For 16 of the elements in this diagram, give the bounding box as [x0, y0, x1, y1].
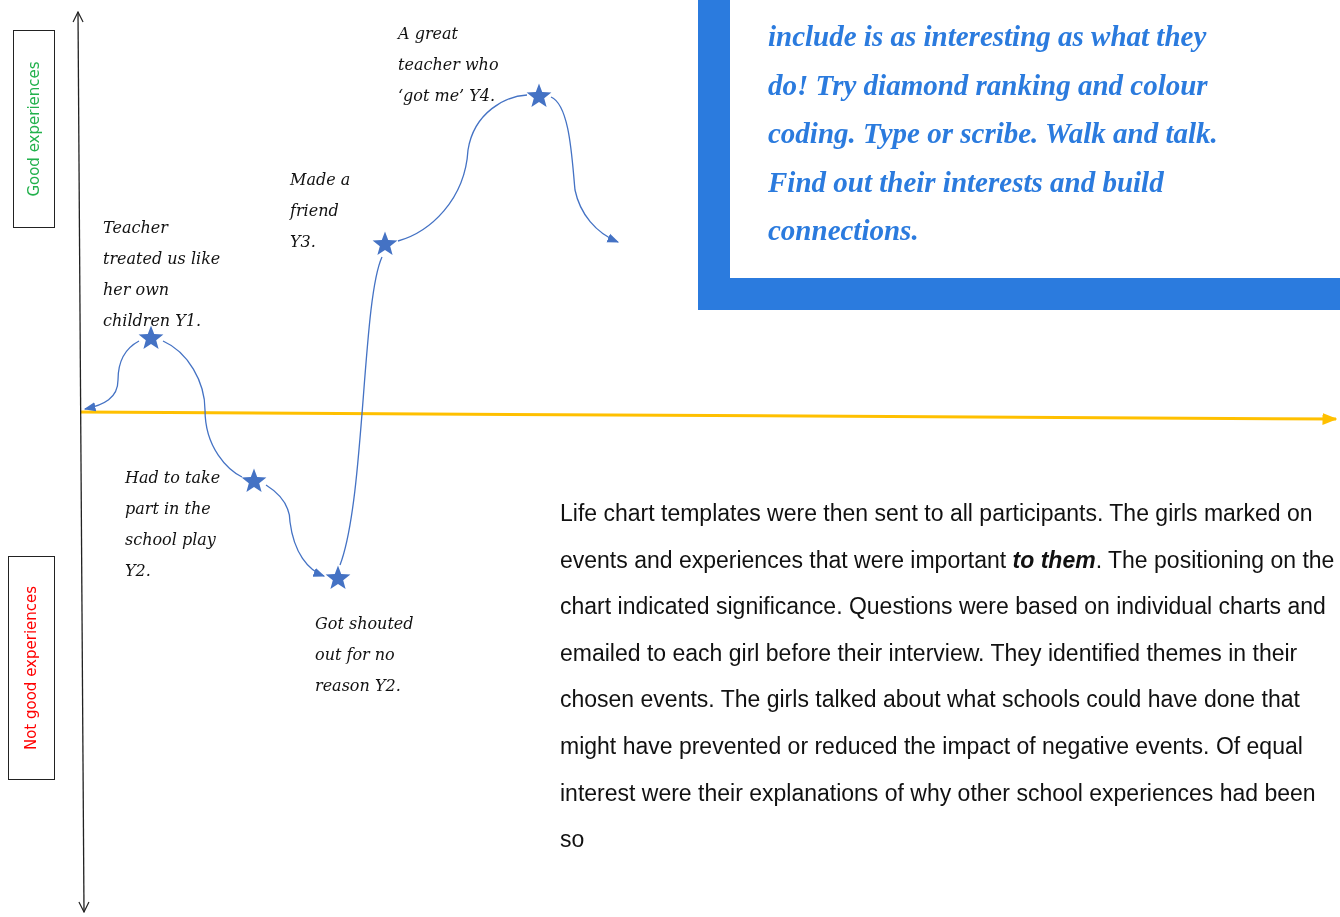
framed-panel	[698, 0, 1340, 310]
axis-label: Good experiences	[25, 61, 43, 197]
label-box	[13, 30, 55, 228]
handwritten-note: A great teacher who ‘got me’ Y4.	[398, 23, 500, 107]
handwritten-note: Got shouted out for no reason Y2.	[315, 613, 415, 697]
tip-text: include is as interesting as what they do! Try diamond ranking and colour coding. Type or scribe. Walk and talk. Find out their interests and build connections.	[768, 19, 1219, 248]
handwritten-note: Made a friend Y3.	[290, 169, 352, 253]
vertical-axis	[72, 11, 90, 913]
handwritten-note: Had to take part in the school play Y2.	[125, 467, 222, 582]
label-box	[8, 556, 55, 780]
curve-arrow	[550, 96, 620, 243]
axis-label: Not good experiences	[22, 585, 41, 751]
body-paragraph: Life chart templates were then sent to all participants. The girls marked on events and experiences that were important to them. The positioning on the chart indicated significance. Questions were based on individual charts and emailed to each girl before their interview. They identified themes in their chosen events. The girls talked about what schools could have done that might have prevented or reduced the impact of negative events. Of equal interest were their explanations of why other school experiences had been so	[560, 499, 1335, 855]
curve-arrow	[83, 340, 140, 412]
curve-arrow	[265, 484, 326, 577]
handwritten-note: Teacher treated us like her own children Y1.	[103, 217, 222, 332]
